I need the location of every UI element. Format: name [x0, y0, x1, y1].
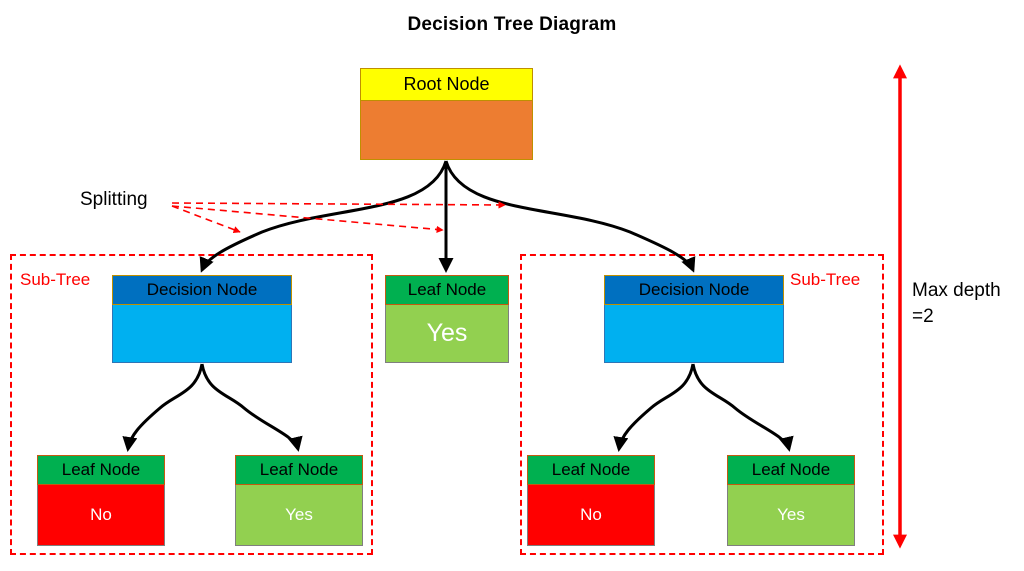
max-depth-label: Max depth =2 — [912, 278, 1001, 330]
decision-node-right-body — [604, 305, 784, 363]
leaf-node-middle-body: Yes — [385, 305, 509, 363]
root-node-header: Root Node — [360, 68, 533, 101]
decision-node-left-header: Decision Node — [112, 275, 292, 305]
leaf-node-right-right-body: Yes — [727, 485, 855, 546]
leaf-node-left-left-body: No — [37, 485, 165, 546]
leaf-node-left-left[interactable]: Leaf Node No — [37, 455, 165, 546]
leaf-node-middle-header: Leaf Node — [385, 275, 509, 305]
max-depth-line-1: Max depth — [912, 280, 1001, 301]
subtree-box-left — [10, 254, 373, 555]
subtree-box-right — [520, 254, 884, 555]
root-node-body — [360, 101, 533, 160]
splitting-pointer-middle — [171, 205, 444, 234]
leaf-node-left-right[interactable]: Leaf Node Yes — [235, 455, 363, 546]
leaf-node-right-left-header: Leaf Node — [527, 455, 655, 485]
decision-node-left[interactable]: Decision Node — [112, 275, 292, 363]
leaf-node-left-left-header: Leaf Node — [37, 455, 165, 485]
leaf-node-right-left[interactable]: Leaf Node No — [527, 455, 655, 546]
page-title: Decision Tree Diagram — [407, 14, 617, 35]
splitting-pointer-right — [171, 201, 506, 209]
leaf-node-right-right-header: Leaf Node — [727, 455, 855, 485]
leaf-node-left-right-header: Leaf Node — [235, 455, 363, 485]
splitting-label: Splitting — [80, 189, 148, 210]
decision-node-left-body — [112, 305, 292, 363]
root-node[interactable]: Root Node — [360, 68, 533, 160]
decision-node-right-header: Decision Node — [604, 275, 784, 305]
subtree-label-right: Sub-Tree — [790, 270, 861, 289]
decision-node-right[interactable]: Decision Node — [604, 275, 784, 363]
leaf-node-middle[interactable]: Leaf Node Yes — [385, 275, 509, 363]
subtree-label-left: Sub-Tree — [20, 270, 91, 289]
leaf-node-right-left-body: No — [527, 485, 655, 546]
splitting-pointer-left — [171, 205, 241, 234]
max-depth-line-2: =2 — [912, 306, 934, 327]
leaf-node-right-right[interactable]: Leaf Node Yes — [727, 455, 855, 546]
leaf-node-left-right-body: Yes — [235, 485, 363, 546]
